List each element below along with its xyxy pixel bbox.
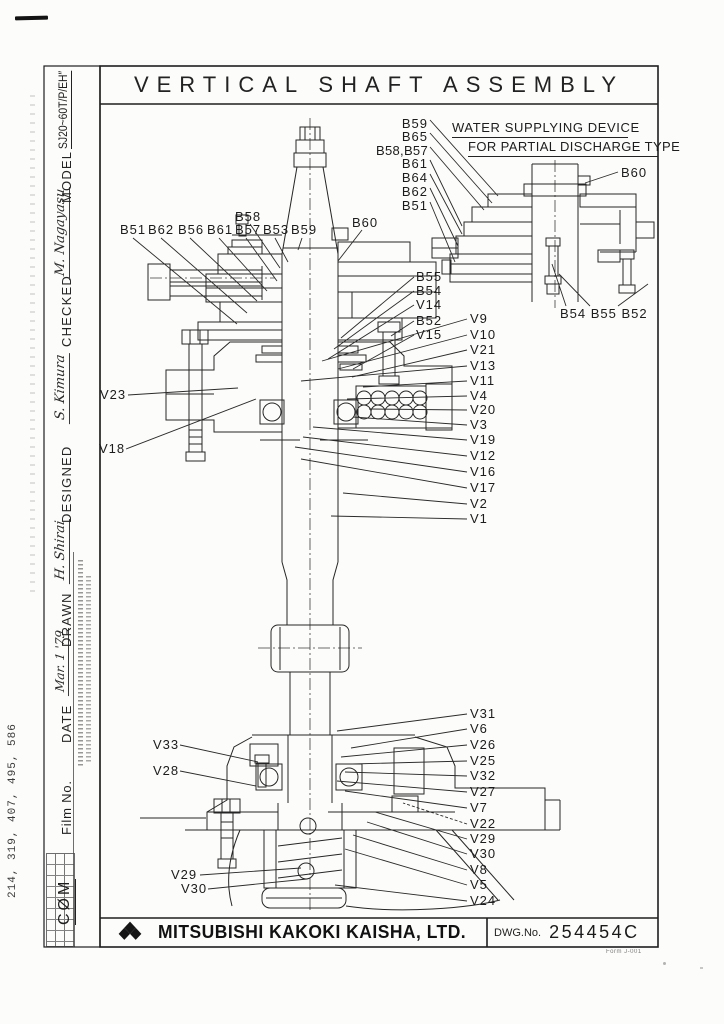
callout-v21: V21 <box>470 342 496 357</box>
callout-v33: V33 <box>153 737 179 752</box>
callout-v10: V10 <box>470 327 496 342</box>
company-name: MITSUBISHI KAKOKI KAISHA, LTD. <box>158 922 467 942</box>
callout-v30: V30 <box>470 846 496 861</box>
leader-lines <box>125 119 649 902</box>
callout-v13: V13 <box>470 358 496 373</box>
mid-flange-assembly <box>165 341 453 441</box>
upper-bearing-housing <box>147 214 459 462</box>
callout-inset-b51: B51 <box>402 198 428 213</box>
callout-v31: V31 <box>470 706 496 721</box>
titleblock-revision-grid <box>46 853 75 947</box>
callout-v8: V8 <box>470 862 488 877</box>
callout-v15: V15 <box>416 327 442 342</box>
main-shaft <box>270 126 350 735</box>
callout-b61: B61 <box>207 222 233 237</box>
callout-v3: V3 <box>470 417 488 432</box>
drawn-label: DRAWN <box>59 592 74 647</box>
callout-b57: B57 <box>235 222 261 237</box>
callout-v32: V32 <box>470 768 496 783</box>
callout-v17: V17 <box>470 480 496 495</box>
callout-v4: V4 <box>470 388 488 403</box>
callout-b62: B62 <box>148 222 174 237</box>
inset-title-line2: FOR PARTIAL DISCHARGE TYPE <box>468 139 680 157</box>
callout-v12: V12 <box>470 448 496 463</box>
sheet-title: VERTICAL SHAFT ASSEMBLY <box>133 72 625 97</box>
callout-b52: B52 <box>416 313 442 328</box>
callout-v6: V6 <box>470 721 488 736</box>
callout-v29: V29 <box>470 831 496 846</box>
title-block-sidebar: CØM Film No. DATE Mar. 1 '79 DRAWN H. Sh… <box>44 66 100 947</box>
drawn-signature: H. Shirai <box>53 516 70 585</box>
callout-v9: V9 <box>470 311 488 326</box>
callout-v25: V25 <box>470 753 496 768</box>
callout-inset-b60: B60 <box>621 165 647 180</box>
footer-company-cell: MITSUBISHI KAKOKI KAISHA, LTD. <box>100 918 487 947</box>
callout-v1: V1 <box>470 511 488 526</box>
callout-v24: V24 <box>470 893 496 908</box>
callout-b60: B60 <box>352 215 378 230</box>
footer-dwg-cell: DWG.No. 254454C <box>487 918 658 947</box>
water-supplying-device <box>441 163 655 302</box>
callout-v11: V11 <box>470 373 495 388</box>
callout-v22: V22 <box>470 816 496 831</box>
callout-v29-left: V29 <box>171 867 197 882</box>
form-note: Form J-001 <box>606 949 642 955</box>
callout-labels: B59 B65 B58,B57 B61 B64 B62 B51 B60 B54 … <box>99 116 648 908</box>
callout-inset-b64: B64 <box>402 170 428 185</box>
callout-b53: B53 <box>263 222 289 237</box>
callout-v28: V28 <box>153 763 179 778</box>
scan-speck <box>700 967 703 969</box>
mitsubishi-logo-icon <box>118 921 142 940</box>
model-value: SJ20~60T/P/EH″ <box>58 70 72 149</box>
callout-b56: B56 <box>178 222 204 237</box>
callout-b55: B55 <box>416 269 442 284</box>
dwg-number: 254454C <box>549 922 640 942</box>
callout-b58: B58 <box>235 209 261 224</box>
callout-v26: V26 <box>470 737 496 752</box>
callout-v14: V14 <box>416 297 442 312</box>
callout-v27: V27 <box>470 784 496 799</box>
callout-b54: B54 <box>416 283 442 298</box>
callout-v7: V7 <box>470 800 488 815</box>
sheet-frame <box>43 65 659 948</box>
film-no-label: Film No. <box>59 780 74 835</box>
callout-v30-left: V30 <box>181 881 207 896</box>
callout-inset-b62: B62 <box>402 184 428 199</box>
callout-inset-b58b57: B58,B57 <box>376 143 428 158</box>
checked-label: CHECKED <box>59 275 74 347</box>
callout-inset-b59: B59 <box>402 116 428 131</box>
callout-v23: V23 <box>100 387 126 402</box>
date-label: DATE <box>59 704 74 743</box>
callout-b59: B59 <box>291 222 317 237</box>
scan-speck <box>663 962 666 965</box>
callout-inset-bottom: B54 B55 B52 <box>560 306 648 321</box>
margin-film-numbers: 214, 319, 407, 495, 586 <box>7 723 19 898</box>
inset-title-line1: WATER SUPPLYING DEVICE <box>452 120 639 138</box>
callout-v18: V18 <box>99 441 125 456</box>
callout-v20: V20 <box>470 402 496 417</box>
com-label: CØM <box>56 878 76 925</box>
callout-v5: V5 <box>470 877 488 892</box>
designed-label: DESIGNED <box>59 445 74 523</box>
callout-inset-b61: B61 <box>402 156 428 171</box>
lower-bearing-housing <box>140 734 561 911</box>
callout-b51: B51 <box>120 222 146 237</box>
callout-v19: V19 <box>470 432 496 447</box>
titleblock-microprint <box>86 576 91 762</box>
callout-inset-b65: B65 <box>402 129 428 144</box>
margin-noise <box>30 95 35 595</box>
titleblock-microprint <box>78 560 83 768</box>
designed-signature: S. Kimura <box>53 350 70 425</box>
model-label: MODEL <box>59 150 74 203</box>
callout-v2: V2 <box>470 496 488 511</box>
callout-v16: V16 <box>470 464 496 479</box>
centerlines <box>150 118 556 912</box>
dwg-no-label: DWG.No. <box>494 926 542 939</box>
